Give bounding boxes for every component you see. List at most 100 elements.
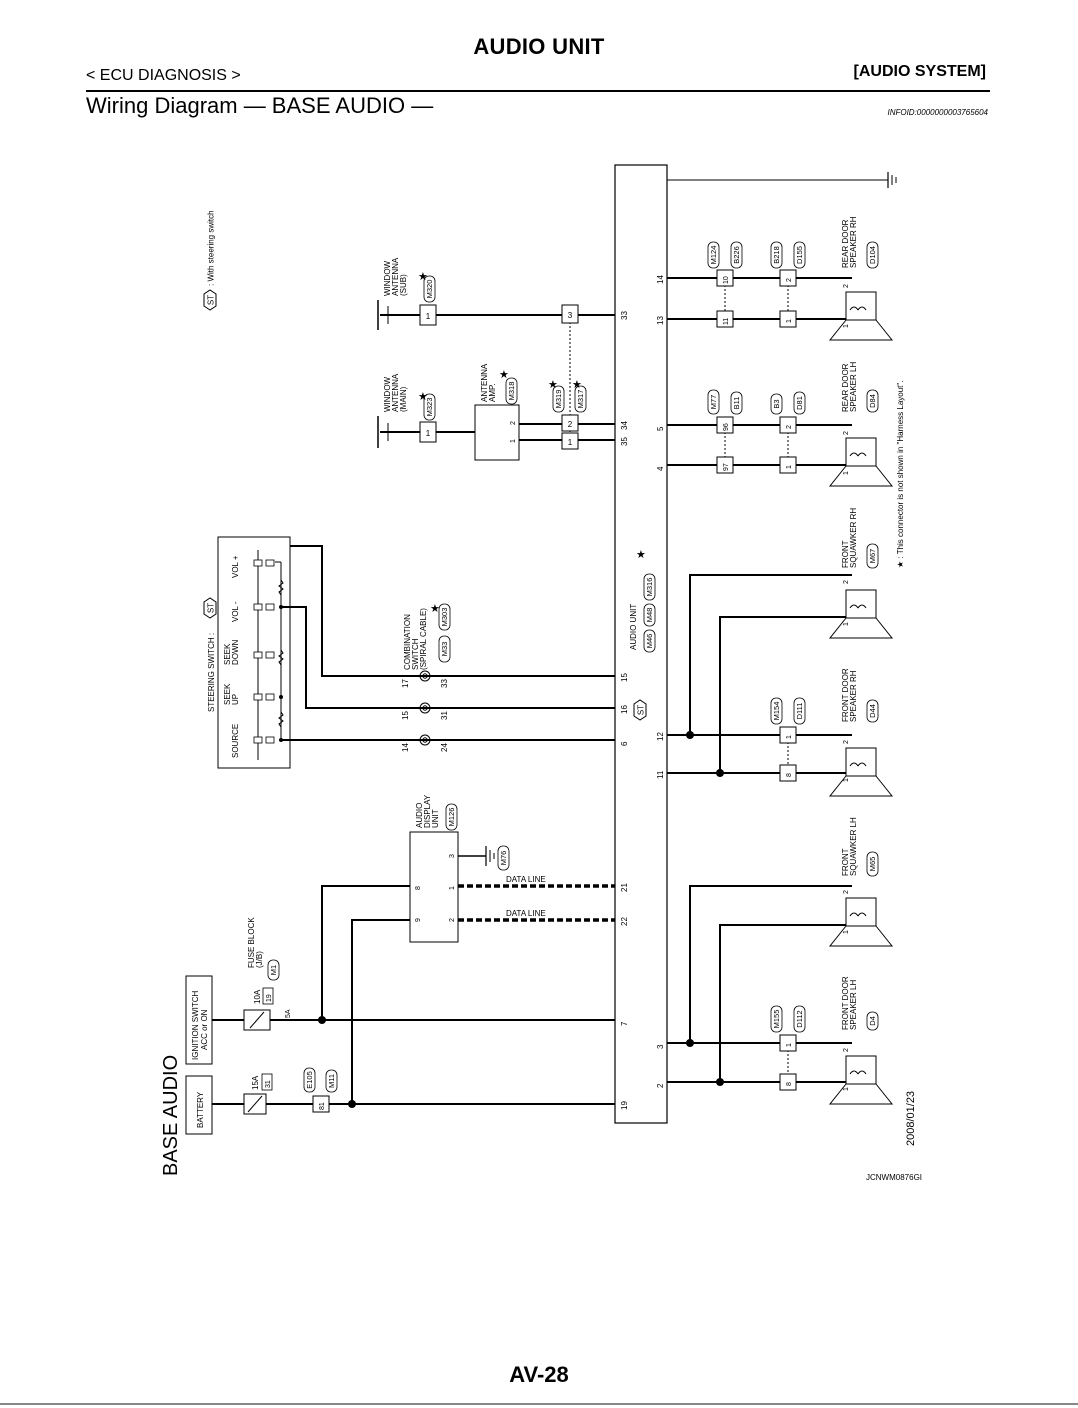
page-code: AV-28 [509, 1362, 569, 1387]
rd-lh-pin-97: 97 [723, 463, 730, 471]
audio-unit-box [614, 164, 668, 1124]
sw-seek-down-1: SEEK [223, 643, 232, 665]
fd-lh-m155: M155 [772, 1010, 781, 1029]
au-pin-19: 19 [620, 1101, 629, 1110]
fd-rh-label-2: SPEAKER RH [849, 670, 858, 722]
ads-connector: M126 [447, 808, 456, 827]
au-pin-35: 35 [620, 437, 629, 446]
au-pin-14: 14 [656, 275, 665, 284]
audio-unit-star: ★ [636, 549, 646, 561]
pin-81: 81 [319, 1102, 326, 1110]
fd-rh-d111: D111 [795, 703, 804, 720]
fd-rh-pin-1: 1 [786, 735, 793, 739]
e105-connector: E105 [305, 1071, 314, 1089]
bottom-divider [0, 1403, 1078, 1405]
fd-rh-label-1: FRONT DOOR [841, 668, 850, 722]
fd-lh-pin-1: 1 [786, 1043, 793, 1047]
sw-seek-down-2: DOWN [231, 639, 240, 665]
m319-pin-1: 1 [568, 438, 573, 447]
au-pin-33: 33 [620, 311, 629, 320]
fsq-lh-label-1: FRONT [841, 848, 850, 876]
fd-lh-spk-pin-2: 2 [843, 1048, 850, 1052]
m319-connector: M319 [554, 390, 563, 409]
rd-lh-d81: D81 [795, 396, 804, 410]
header-divider [86, 90, 990, 92]
section-title: Wiring Diagram — BASE AUDIO — [86, 93, 434, 118]
fd-rh-connector: D44 [868, 704, 877, 718]
ads-label-1: AUDIO [415, 803, 424, 828]
steering-switch-st: ST [207, 603, 216, 613]
rd-lh-pin-96: 96 [723, 423, 730, 431]
sw-seek-up-1: SEEK [223, 683, 232, 705]
diagram-date: 2008/01/23 [905, 1091, 917, 1146]
combo-m33: M33 [440, 642, 449, 657]
fuse-5a: 5A [285, 1009, 292, 1018]
legend-st-label: ST [207, 295, 216, 305]
fuse-31: 31 [265, 1080, 272, 1088]
fd-rh-pin-8: 8 [786, 773, 793, 777]
m317-connector: M317 [576, 390, 585, 409]
rd-lh-pin-1: 1 [786, 465, 793, 469]
win-sub-pin: 1 [426, 312, 431, 321]
win-main-label-1: WINDOW [383, 376, 392, 412]
sw-seek-up-2: UP [231, 694, 240, 705]
rd-rh-pin-10: 10 [723, 276, 730, 284]
ads-label-3: UNIT [431, 809, 440, 828]
rd-lh-pin-2: 2 [786, 425, 793, 429]
rd-lh-m77: M77 [709, 395, 718, 410]
fd-lh-label-2: SPEAKER LH [849, 980, 858, 1030]
m76-connector: M76 [499, 851, 508, 866]
rd-lh-speaker [829, 437, 893, 487]
rd-rh-connector: D104 [868, 246, 877, 264]
rd-rh-b218: B218 [772, 246, 781, 264]
combo-label-1: COMBINATION [403, 614, 412, 670]
au-pin-16: 16 [620, 705, 629, 714]
rd-rh-label-2: SPEAKER RH [849, 216, 858, 268]
rd-lh-connector: D84 [868, 394, 877, 408]
fsq-lh-pin-2: 2 [843, 890, 850, 894]
info-id: INFOID:0000000003765604 [887, 108, 988, 117]
rd-rh-speaker [829, 291, 893, 341]
legend-star-note: ★ : This connector is not shown in "Harn… [896, 381, 905, 568]
fuse-10a: 10A [253, 989, 262, 1004]
ignition-label-2: ACC or ON [200, 1009, 209, 1050]
rd-lh-b3: B3 [772, 399, 781, 408]
au-pin-12: 12 [656, 732, 665, 741]
win-main-star: ★ [418, 391, 428, 403]
ant-amp-pin-1: 1 [510, 439, 517, 443]
combo-pin-17: 17 [401, 679, 410, 688]
combo-pin-31: 31 [440, 711, 449, 720]
sw-vol-minus: VOL - [231, 601, 240, 622]
rd-rh-spk-pin-1: 1 [843, 324, 850, 328]
diagram-title: BASE AUDIO [160, 1055, 182, 1176]
rd-lh-label-1: REAR DOOR [841, 363, 850, 412]
sw-source-label: SOURCE [231, 724, 240, 758]
rd-lh-label-2: SPEAKER LH [849, 362, 858, 412]
win-main-label-3: (MAIN) [399, 386, 408, 412]
ads-pin-9: 9 [415, 918, 422, 922]
rd-rh-pin-1: 1 [786, 319, 793, 323]
ant-amp-label-1: ANTENNA [480, 363, 489, 402]
combo-star: ★ [430, 603, 440, 615]
au-pin-6: 6 [620, 741, 629, 746]
sw-vol-plus: VOL + [231, 555, 240, 578]
ignition-label-1: IGNITION SWITCH [191, 990, 200, 1060]
fuse-block-label-2: (J/B) [255, 951, 264, 968]
win-sub-connector: M320 [425, 280, 434, 299]
au-pin-34: 34 [620, 421, 629, 430]
ant-amp-connector: M318 [507, 382, 516, 401]
pin-3-box: 3 [568, 311, 573, 320]
data-line-label-1: DATA LINE [506, 875, 546, 884]
win-main-label-2: ANTENNA [391, 373, 400, 412]
rd-rh-label-1: REAR DOOR [841, 219, 850, 268]
fsq-rh-connector: M67 [868, 549, 877, 564]
fsq-rh-pin-1: 1 [843, 622, 850, 626]
audio-unit-st: ST [637, 705, 646, 715]
combo-m303: M303 [440, 608, 449, 627]
breadcrumb[interactable]: < ECU DIAGNOSIS > [86, 67, 241, 84]
au-pin-22: 22 [620, 917, 629, 926]
fd-lh-pin-8: 8 [786, 1082, 793, 1086]
audio-unit-m316: M316 [645, 578, 654, 597]
fd-rh-m154: M154 [772, 702, 781, 721]
